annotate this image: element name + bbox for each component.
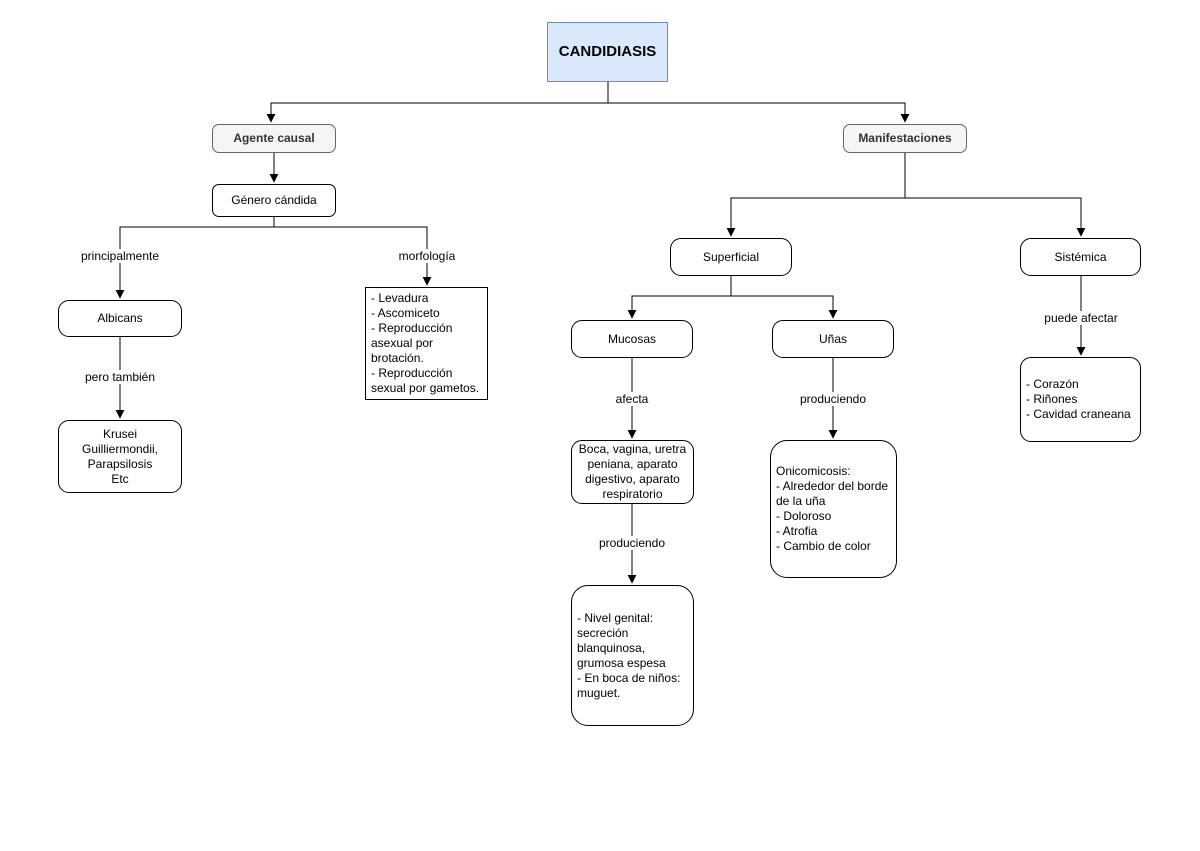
node-manifestaciones: Manifestaciones bbox=[843, 124, 967, 153]
node-nivel-genital-label: - Nivel genital: secreción blanquinosa, … bbox=[577, 610, 681, 700]
edge-candidiasis-manifestaciones bbox=[608, 102, 910, 123]
node-mucosas-label: Mucosas bbox=[607, 331, 657, 346]
edge-label-pero-tambien: pero también bbox=[81, 370, 159, 384]
edge-manifestaciones-sistemica bbox=[905, 197, 1086, 237]
node-sistemica-label: Sistémica bbox=[1054, 249, 1107, 264]
node-sistemica: Sistémica bbox=[1020, 238, 1141, 276]
node-unas: Uñas bbox=[772, 320, 894, 358]
node-superficial: Superficial bbox=[670, 238, 792, 276]
node-organos-sistemica: - Corazón - Riñones - Cavidad craneana bbox=[1020, 357, 1141, 442]
node-superficial-label: Superficial bbox=[702, 249, 760, 264]
node-morfologia-detalle: - Levadura - Ascomiceto - Reproducción a… bbox=[365, 287, 488, 400]
node-onicomicosis-label: Onicomicosis: - Alrededor del borde de l… bbox=[776, 464, 889, 553]
node-nivel-genital: - Nivel genital: secreción blanquinosa, … bbox=[571, 585, 694, 726]
node-agente-causal: Agente causal bbox=[212, 124, 336, 153]
edge-superficial-unas bbox=[731, 295, 838, 319]
edge-superficial-mucosas bbox=[627, 295, 731, 319]
edge-label-produciendo-unas: produciendo bbox=[796, 392, 870, 406]
node-morfologia-detalle-label: - Levadura - Ascomiceto - Reproducción a… bbox=[371, 291, 480, 395]
node-onicomicosis: Onicomicosis: - Alrededor del borde de l… bbox=[770, 440, 897, 578]
node-agente-causal-label: Agente causal bbox=[233, 131, 315, 145]
node-candidiasis: CANDIDIASIS bbox=[547, 22, 668, 82]
node-mucosas: Mucosas bbox=[571, 320, 693, 358]
edge-label-morfologia: morfología bbox=[395, 249, 459, 263]
node-zonas-afectadas: Boca, vagina, uretra peniana, aparato di… bbox=[571, 440, 694, 504]
edge-genero-albicans bbox=[115, 226, 274, 299]
node-genero-candida-label: Género cándida bbox=[231, 193, 317, 207]
node-albicans: Albicans bbox=[58, 300, 182, 337]
node-manifestaciones-label: Manifestaciones bbox=[858, 131, 952, 145]
node-krusei-label: Krusei Guilliermondii, Parapsilosis Etc bbox=[81, 426, 159, 486]
edge-label-produciendo-mucosas: produciendo bbox=[595, 536, 669, 550]
node-candidiasis-label: CANDIDIASIS bbox=[558, 42, 657, 60]
node-zonas-afectadas-label: Boca, vagina, uretra peniana, aparato di… bbox=[578, 442, 687, 501]
edge-label-afecta: afecta bbox=[612, 392, 652, 406]
node-organos-sistemica-label: - Corazón - Riñones - Cavidad craneana bbox=[1026, 377, 1131, 421]
edge-label-puede-afectar: puede afectar bbox=[1041, 311, 1121, 325]
node-albicans-label: Albicans bbox=[97, 311, 143, 325]
edge-candidiasis-agente-causal bbox=[266, 82, 609, 123]
edge-genero-morfologia bbox=[274, 226, 432, 286]
node-genero-candida: Género cándida bbox=[212, 184, 336, 217]
edge-label-principalmente: principalmente bbox=[77, 249, 163, 263]
node-krusei: Krusei Guilliermondii, Parapsilosis Etc bbox=[58, 420, 182, 493]
edge-manifestaciones-superficial bbox=[726, 197, 905, 237]
node-unas-label: Uñas bbox=[818, 331, 847, 346]
